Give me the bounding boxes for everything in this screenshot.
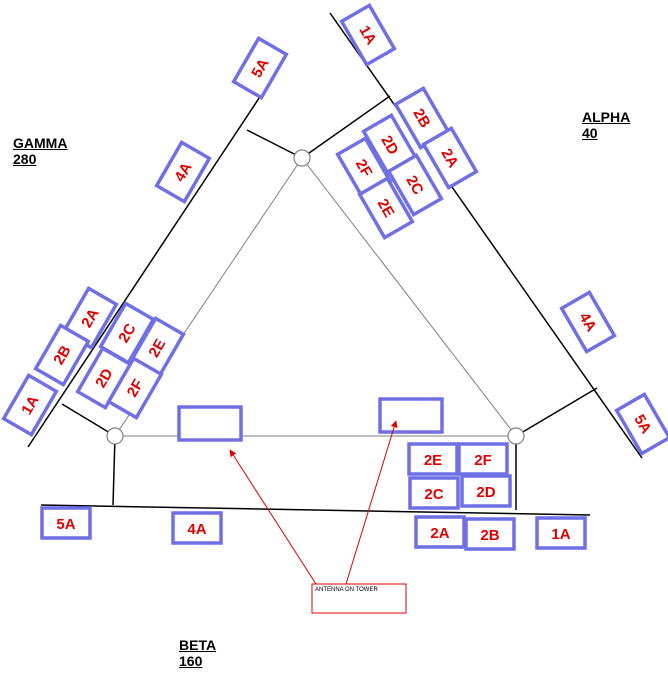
antenna-beta-2d: 2D — [460, 474, 512, 508]
antenna-label: 2F — [124, 376, 147, 400]
antenna-label: 4A — [187, 521, 206, 538]
antenna-alpha-2e: 2E — [357, 175, 415, 241]
sector-gamma-name: GAMMA — [13, 135, 68, 151]
antenna-gamma-2d: 2D — [75, 345, 133, 411]
antenna-gamma-4a: 4A — [154, 139, 212, 205]
antenna-beta-2e: 2E — [407, 442, 459, 476]
antenna-alpha-4a: 4A — [559, 289, 617, 355]
antenna-label: 2E — [424, 452, 442, 469]
tower-corner — [507, 427, 525, 445]
sector-beta-azimuth: 160 — [179, 653, 203, 669]
tower-antenna-empty — [378, 397, 444, 434]
antenna-beta-2b: 2B — [464, 517, 516, 551]
sector-beta: BETA 160 — [179, 637, 216, 669]
gamma-face-line — [27, 61, 284, 448]
antenna-alpha-5a: 5A — [614, 391, 668, 457]
antenna-label: 2A — [430, 525, 449, 542]
antenna-beta-2f: 2F — [457, 442, 509, 476]
antenna-gamma-2b: 2B — [33, 322, 91, 388]
callout-arrow — [229, 449, 317, 585]
tower-antenna-empty — [177, 405, 243, 442]
antenna-gamma-1a: 1A — [1, 372, 59, 438]
tower-legs — [61, 95, 598, 510]
antenna-beta-1a: 1A — [535, 516, 587, 550]
antenna-label: 2C — [424, 486, 443, 503]
alpha-face-line — [329, 12, 643, 459]
antenna-label: 2E — [374, 196, 398, 220]
antenna-beta-2c: 2C — [408, 476, 460, 510]
callout-box — [311, 583, 407, 614]
tower-corner — [106, 427, 124, 445]
antenna-label: 2B — [480, 527, 499, 544]
antenna-alpha-1a: 1A — [339, 2, 397, 68]
antenna-alpha-2a: 2A — [421, 125, 479, 191]
tower-triangle — [114, 157, 518, 437]
antenna-label: 5A — [56, 516, 75, 533]
antenna-label: 2F — [474, 452, 492, 469]
antenna-label: 2F — [352, 156, 375, 180]
sector-alpha-name: ALPHA — [582, 109, 631, 125]
antenna-label: 1A — [551, 526, 570, 543]
antenna-beta-5a: 5A — [40, 506, 92, 540]
callout-arrow — [345, 420, 398, 585]
antenna-gamma-2f: 2F — [106, 355, 164, 421]
sector-gamma: GAMMA 280 — [13, 135, 67, 167]
antenna-label: 2D — [476, 484, 495, 501]
beta-face-line — [40, 504, 591, 516]
tower-corner — [293, 149, 311, 167]
callout-note: ANTENNA ON TOWER — [315, 587, 378, 593]
antenna-alpha-2c: 2C — [386, 152, 444, 218]
antenna-beta-4a: 4A — [171, 511, 223, 545]
antenna-gamma-5a: 5A — [231, 35, 289, 101]
sector-gamma-azimuth: 280 — [13, 151, 37, 167]
antenna-label: 2E — [145, 336, 169, 360]
sector-beta-name: BETA — [179, 637, 217, 653]
antenna-beta-2a: 2A — [414, 515, 466, 549]
sector-alpha-azimuth: 40 — [582, 125, 598, 141]
mount-lines — [27, 12, 643, 516]
sector-alpha: ALPHA 40 — [582, 109, 630, 141]
